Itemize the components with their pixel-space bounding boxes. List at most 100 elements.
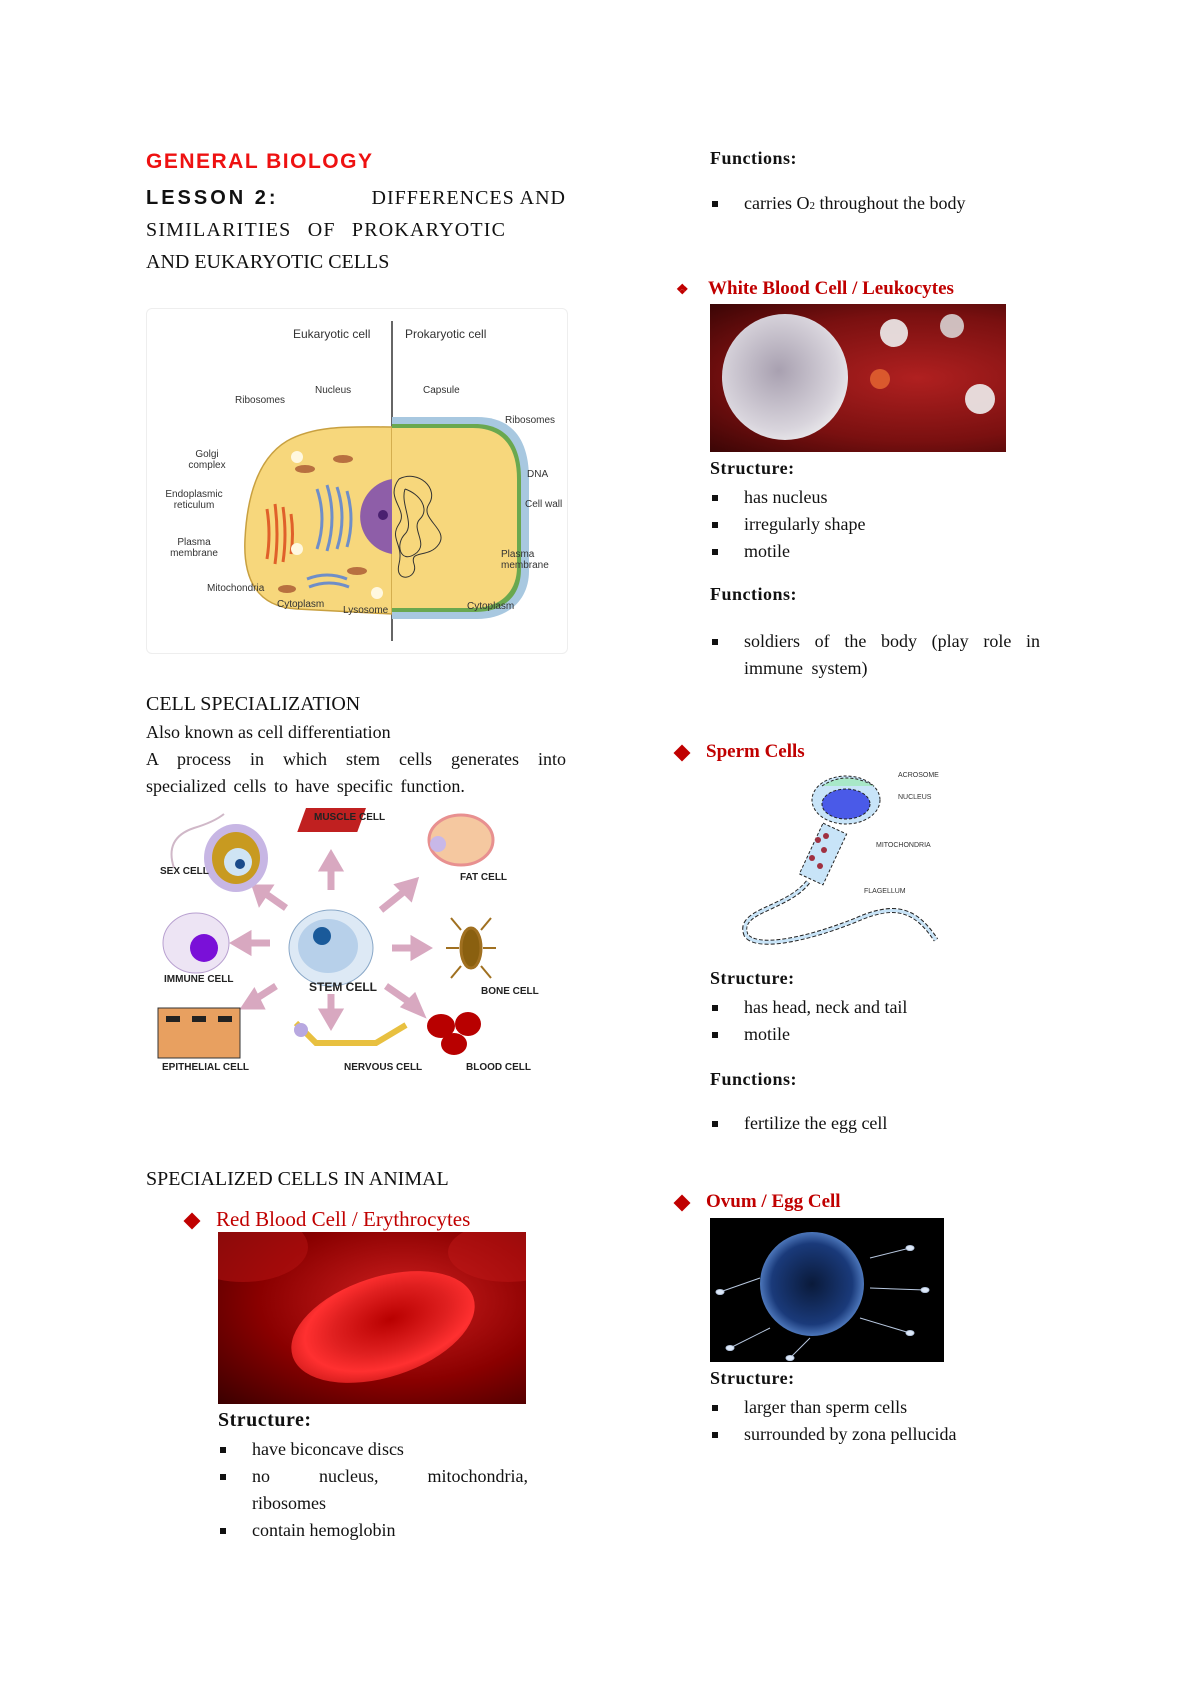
label-epithelial-cell: EPITHELIAL CELL [162,1062,250,1073]
label-sex-cell: SEX CELL [160,866,209,877]
wbc-functions-list: soldiers of the body (play role in immun… [710,628,1040,682]
list-item: soldiers of the body (play role in immun… [710,628,1040,682]
list-item: motile [710,1021,1070,1048]
label-mitochondria: Mitochondria [207,583,265,594]
diamond-bullet-icon [673,1194,691,1212]
list-item: surrounded by zona pellucida [710,1421,1070,1448]
list-item: fertilize the egg cell [710,1110,1070,1137]
label-plasma-membrane-left: Plasma membrane [170,537,218,559]
sperm-swarm [715,1245,930,1361]
sperm-title: Sperm Cells [706,741,805,762]
diamond-bullet-icon [673,744,691,762]
ovum-structure-label: Structure: [710,1368,795,1388]
list-item: motile [710,538,1070,565]
wbc-bg-dot [870,369,890,389]
label-plasma-membrane-right: Plasma membrane [501,549,549,571]
label-bone-cell: BONE CELL [481,986,539,997]
specialization-line2: A process in which stem cells generates … [146,749,566,796]
label-acrosome: ACROSOME [898,772,939,779]
list-item: contain hemoglobin [218,1517,528,1544]
sperm-structure-label: Structure: [710,968,795,988]
rbc-functions-label: Functions: [710,148,798,168]
label-ribosomes-right: Ribosomes [505,415,556,426]
rbc-bg-cell [448,1232,526,1282]
ovum-image [710,1218,944,1362]
rbc-structure-label: Structure: [218,1409,312,1431]
lesson-title-line1: DIFFERENCES AND [371,187,566,209]
diamond-bullet-icon [183,1212,201,1230]
rbc-title: Red Blood Cell / Erythrocytes [216,1207,471,1231]
list-item: has head, neck and tail [710,994,1070,1021]
label-flagellum: FLAGELLUM [864,888,906,895]
label-immune-cell: IMMUNE CELL [164,974,234,985]
list-item: have biconcave discs [218,1436,528,1463]
sperm-heading: Sperm Cells [673,741,805,763]
cell-specialization-heading: CELL SPECIALIZATION [146,693,361,715]
list-item: irregularly shape [710,511,1070,538]
lesson-label: LESSON 2: [146,187,279,209]
wbc-bg-dot [880,319,908,347]
label-dna: DNA [527,469,549,480]
sperm-illustration [742,775,939,945]
lesson-title-line2: SIMILARITIES OF PROKARYOTIC [146,219,507,241]
ovum-title: Ovum / Egg Cell [706,1191,841,1212]
wbc-bg-dot [940,314,964,338]
label-cell-wall: Cell wall [525,499,563,510]
label-cytoplasm-right: Cytoplasm [467,601,515,612]
course-title: GENERAL BIOLOGY [146,150,374,173]
lesson-title-line3: AND EUKARYOTIC CELLS [146,251,390,273]
eukaryotic-label: Eukaryotic cell [293,327,371,341]
rbc-bg-cell [218,1232,308,1282]
label-nervous-cell: NERVOUS CELL [344,1062,423,1073]
sperm-diagram: ACROSOME NUCLEUS MITOCHONDRIA FLAGELLUM [726,770,966,950]
lesson-title: LESSON 2: DIFFERENCES AND SIMILARITIES O… [146,182,566,278]
label-nucleus: Nucleus [315,385,352,396]
sperm-functions-list: fertilize the egg cell [710,1110,1070,1137]
stem-cell-diagram: MUSCLE CELL SEX CELL FAT CELL IMMUNE CEL… [156,808,556,1098]
animal-cells-heading: SPECIALIZED CELLS IN ANIMAL [146,1168,449,1190]
list-item: no nucleus, mitochondria, ribosomes [218,1463,528,1517]
list-item: larger than sperm cells [710,1394,1070,1421]
label-golgi: Golgi complex [188,449,226,471]
cell-illustration [244,321,529,641]
wbc-image [710,304,1006,452]
rbc-functions-list: carries O2 throughout the body [710,190,1090,220]
rbc-disc [277,1250,489,1404]
cell-specialization-text: Also known as cell differentiation A pro… [146,719,566,800]
wbc-title: White Blood Cell / Leukocytes [708,278,954,299]
wbc-bg-dot [965,384,995,414]
sperm-structure-list: has head, neck and tail motile [710,994,1070,1048]
rbc-image [218,1232,526,1404]
sperm-functions-label: Functions: [710,1069,798,1089]
func-text: throughout the body [814,193,966,213]
ovum-heading: Ovum / Egg Cell [673,1191,841,1213]
wbc-functions-label: Functions: [710,584,798,604]
label-cytoplasm-left: Cytoplasm [277,599,325,610]
label-blood-cell: BLOOD CELL [466,1062,531,1073]
ovum-cell [760,1232,864,1336]
rbc-structure-list: have biconcave discs no nucleus, mitocho… [218,1436,528,1544]
specialization-line1: Also known as cell differentiation [146,722,391,742]
label-nucleus: NUCLEUS [898,794,932,801]
stem-cell-illustration [157,808,496,1059]
ovum-structure-list: larger than sperm cells surrounded by zo… [710,1394,1070,1448]
list-item: carries O2 throughout the body [710,190,1090,220]
subscript: 2 [809,200,815,212]
four-diamond-bullet-icon: ❖ [676,283,689,298]
wbc-structure-label: Structure: [710,458,795,478]
label-fat-cell: FAT CELL [460,872,508,883]
label-mitochondria: MITOCHONDRIA [876,842,931,849]
label-stem-cell: STEM CELL [309,980,377,994]
label-er: Endoplasmic reticulum [165,489,223,511]
label-ribosomes: Ribosomes [235,395,286,406]
cell-comparison-diagram: Eukaryotic cell Prokaryotic cell [146,308,568,654]
label-capsule: Capsule [423,385,460,396]
label-lysosome: Lysosome [343,605,389,616]
wbc-cell [722,314,848,440]
list-item: has nucleus [710,484,1070,511]
func-text: carries O [744,193,810,213]
rbc-heading: Red Blood Cell / Erythrocytes [183,1207,471,1232]
prokaryotic-label: Prokaryotic cell [405,327,487,341]
wbc-heading: ❖ White Blood Cell / Leukocytes [676,278,954,300]
wbc-structure-list: has nucleus irregularly shape motile [710,484,1070,565]
